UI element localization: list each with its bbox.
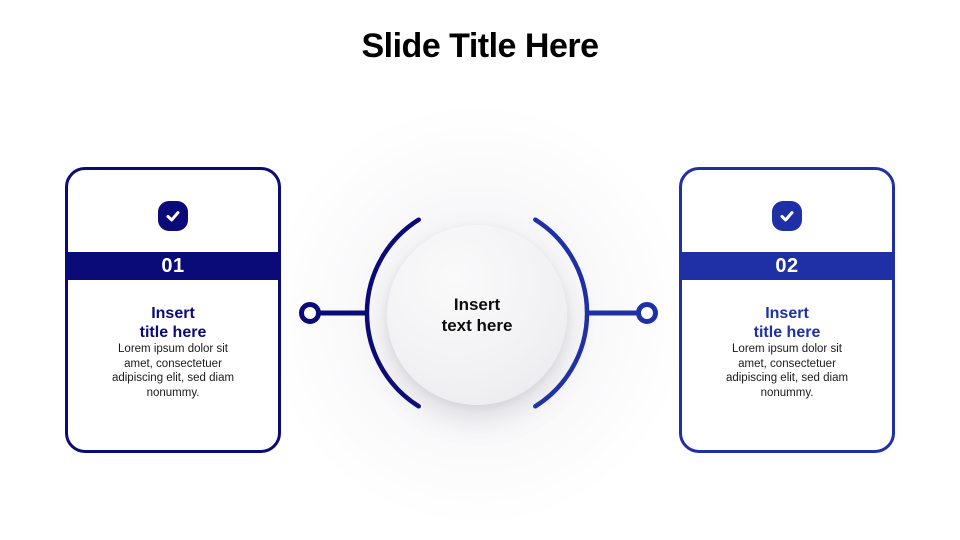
check-icon <box>780 211 794 222</box>
card-title-line1: Insert <box>151 305 195 322</box>
check-badge <box>772 201 802 231</box>
card-body: Lorem ipsum dolor sit amet, consectetuer… <box>692 342 882 400</box>
slide-title: Slide Title Here <box>361 27 599 65</box>
center-text: Insert text here <box>442 294 513 336</box>
card-number: 01 <box>161 255 185 277</box>
card-title: Insert title here <box>682 304 892 342</box>
center-text-line1: Insert <box>453 295 501 314</box>
card-title: Insert title here <box>68 304 278 342</box>
card-title-line2: title here <box>753 324 821 341</box>
number-band: 02 <box>679 252 895 280</box>
card-body-line: adipiscing elit, sed diam <box>111 372 235 384</box>
check-icon <box>166 211 180 222</box>
card-02[interactable]: 02 Insert title here Lorem ipsum dolor s… <box>679 167 895 453</box>
card-title-line1: Insert <box>765 305 809 322</box>
card-body-line: amet, consectetuer <box>738 357 836 370</box>
card-body: Lorem ipsum dolor sit amet, consectetuer… <box>78 342 268 400</box>
center-text-line2: text here <box>441 316 513 335</box>
card-body-line: adipiscing elit, sed diam <box>725 372 849 384</box>
card-body-line: nonummy. <box>760 386 814 399</box>
card-body-line: Lorem ipsum dolor sit <box>118 343 228 355</box>
card-01[interactable]: 01 Insert title here Lorem ipsum dolor s… <box>65 167 281 453</box>
center-circle[interactable]: Insert text here <box>387 225 567 405</box>
right-connector-circle <box>636 302 658 324</box>
number-band: 01 <box>65 252 281 280</box>
card-body-line: Lorem ipsum dolor sit <box>732 343 842 355</box>
check-badge <box>158 201 188 231</box>
card-title-line2: title here <box>139 324 207 341</box>
card-body-line: amet, consectetuer <box>124 357 222 370</box>
card-body-line: nonummy. <box>146 386 200 399</box>
left-connector-circle <box>299 302 321 324</box>
card-number: 02 <box>775 255 799 277</box>
